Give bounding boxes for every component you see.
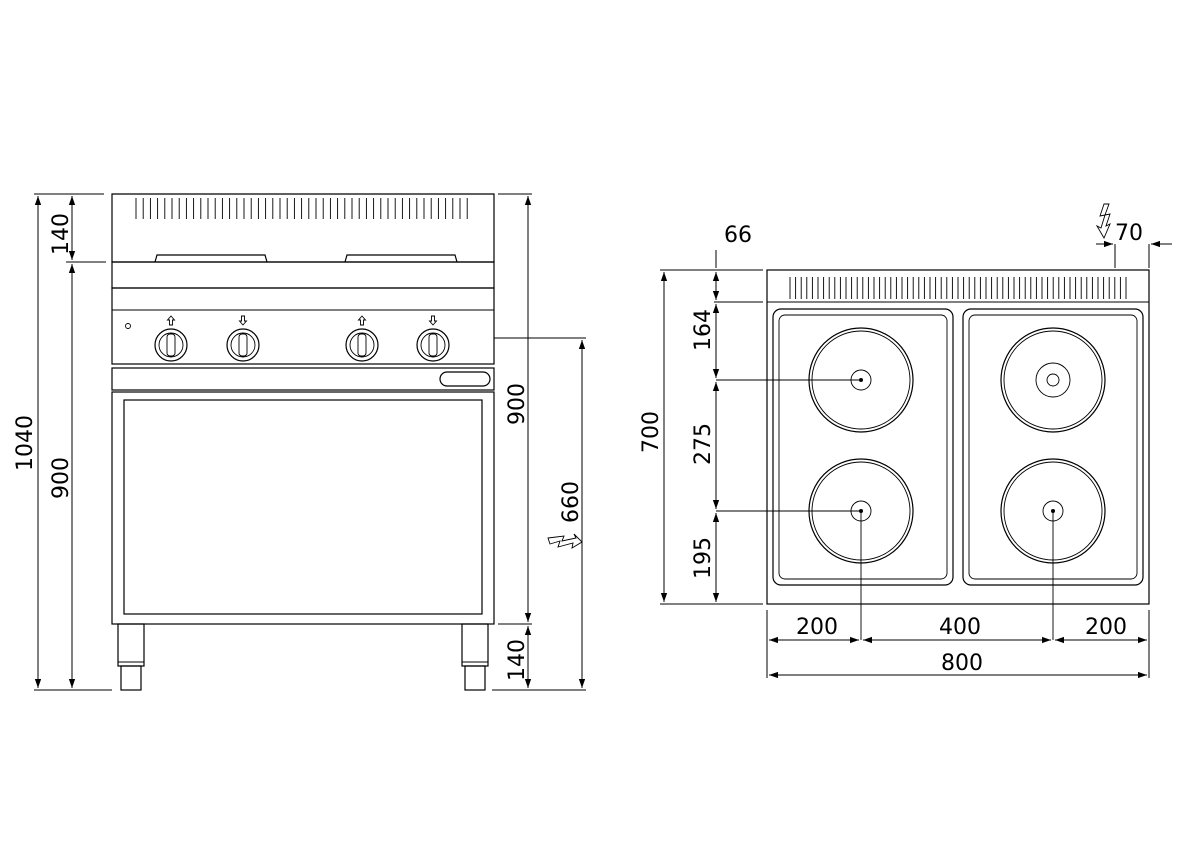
leg-right [461,623,489,691]
lightning-bolt-down-icon [1095,203,1111,239]
cabinet-body [111,391,495,625]
dim-rear-row-pos: 164 [691,309,716,351]
lightning-bolt-arrow-icon [547,533,583,549]
dim-work-height: 900 [49,457,74,499]
hotplate-profile-right [344,254,458,263]
cooktop-outline [766,269,1150,605]
dim-rear-offset: 66 [724,223,752,248]
dim-right-offset: 200 [1085,615,1127,640]
control-knob[interactable] [154,328,188,362]
dim-top-upstand: 140 [49,213,74,255]
control-knobs [154,315,450,362]
hotplate [1000,327,1106,433]
dim-front-row-pos: 195 [691,537,716,579]
top-extension-lines [660,244,1150,678]
door-handle [439,371,491,387]
hob-left-inner [778,314,948,580]
arrow-down-icon [238,315,248,326]
control-knob[interactable] [345,328,379,362]
top-vent-slots [789,277,1127,299]
arrow-up-icon [357,315,367,326]
arrow-up-icon [166,315,176,326]
front-dimension-lines [34,196,586,688]
upstand [111,193,495,262]
hotplate-centre-leaders [716,379,1054,640]
hotplates [808,327,1106,564]
handle-strip [111,367,495,391]
dim-total-width: 800 [941,651,983,676]
cabinet-door [123,399,483,615]
dim-work-height-right: 900 [505,383,530,425]
dim-zone-spacing-width: 400 [939,615,981,640]
upstand-vent-slots [135,198,468,219]
control-knob[interactable] [226,328,260,362]
dim-depth: 700 [639,411,664,453]
control-panel [111,287,495,365]
control-knob[interactable] [416,328,450,362]
pilot-light [125,323,131,329]
hotplate-profile-left [154,254,268,263]
leg-left [117,623,145,691]
hob-left-outer [772,308,954,586]
front-extension-lines [34,193,586,691]
cooktop-rim [111,261,495,289]
dim-zone-spacing-depth: 275 [691,423,716,465]
top-view: 700 66 164 275 195 70 200 400 200 800 [639,203,1172,679]
front-view: 1040 140 900 900 140 660 [13,193,586,691]
dim-total-height: 1040 [13,415,38,471]
dim-left-offset: 200 [796,615,838,640]
arrow-down-icon [428,315,438,326]
dim-electric-connection-height: 660 [559,481,584,523]
dim-leg-height: 140 [505,639,530,681]
top-dimension-lines [660,240,1172,679]
dim-electric-connection-offset: 70 [1115,221,1143,246]
